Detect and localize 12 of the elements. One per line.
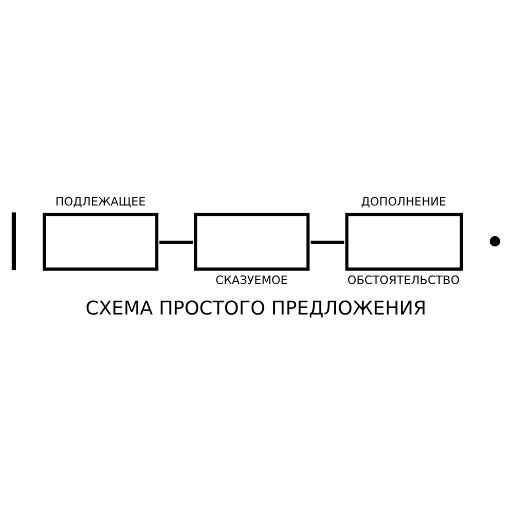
connector <box>159 240 193 244</box>
node-bar <box>12 212 16 270</box>
node-label: СКАЗУЕМОЕ <box>216 273 288 288</box>
caption: СХЕМА ПРОСТОГО ПРЕДЛОЖЕНИЯ <box>86 298 426 320</box>
node-box <box>42 212 158 271</box>
node-label: ОБСТОЯТЕЛЬСТВО <box>347 273 460 288</box>
node-box <box>345 212 463 271</box>
node-label: ПОДЛЕЖАЩЕЕ <box>55 194 146 208</box>
node-label: ДОПОЛНЕНИЕ <box>361 194 446 208</box>
node-box <box>194 212 310 271</box>
node-circle <box>490 236 500 247</box>
connector <box>310 240 344 244</box>
